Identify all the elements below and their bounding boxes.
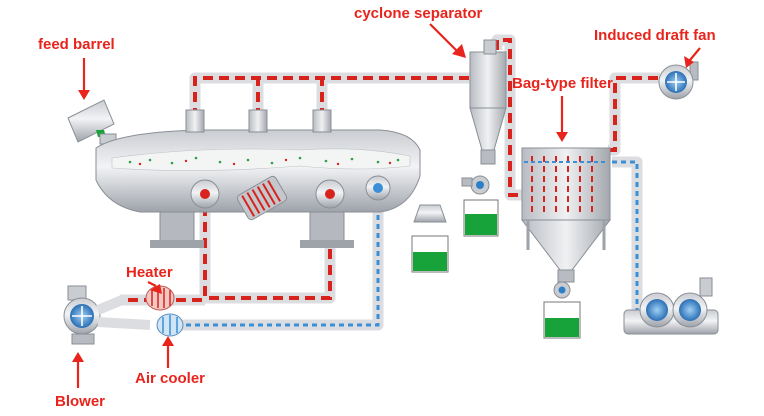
blower-label: Blower bbox=[55, 393, 106, 410]
fan-icon bbox=[623, 277, 719, 335]
label-arrows bbox=[72, 23, 701, 388]
collection-bucket-icon bbox=[463, 199, 499, 237]
bag-type-filter-label: Bag-type filter bbox=[512, 75, 613, 92]
heater-label: Heater bbox=[126, 264, 173, 281]
feed-barrel-label: feed barrel bbox=[38, 36, 115, 53]
collection-bucket-icon bbox=[411, 235, 449, 273]
cyclone-separator-label: cyclone separator bbox=[354, 5, 483, 22]
bag-filter-icon bbox=[520, 147, 612, 299]
cold-air-line bbox=[160, 160, 639, 327]
cyclone-icon bbox=[461, 39, 507, 195]
fan-icon bbox=[63, 285, 151, 345]
fan-icon bbox=[658, 61, 699, 100]
collection-bucket-icon bbox=[543, 301, 581, 339]
feed-barrel-icon bbox=[67, 99, 117, 145]
air-cooler-label: Air cooler bbox=[135, 370, 206, 387]
air-cooler-icon bbox=[156, 313, 184, 337]
fluid-bed-dryer-icon bbox=[95, 109, 447, 248]
induced-draft-fan-label: Induced draft fan bbox=[594, 27, 716, 44]
